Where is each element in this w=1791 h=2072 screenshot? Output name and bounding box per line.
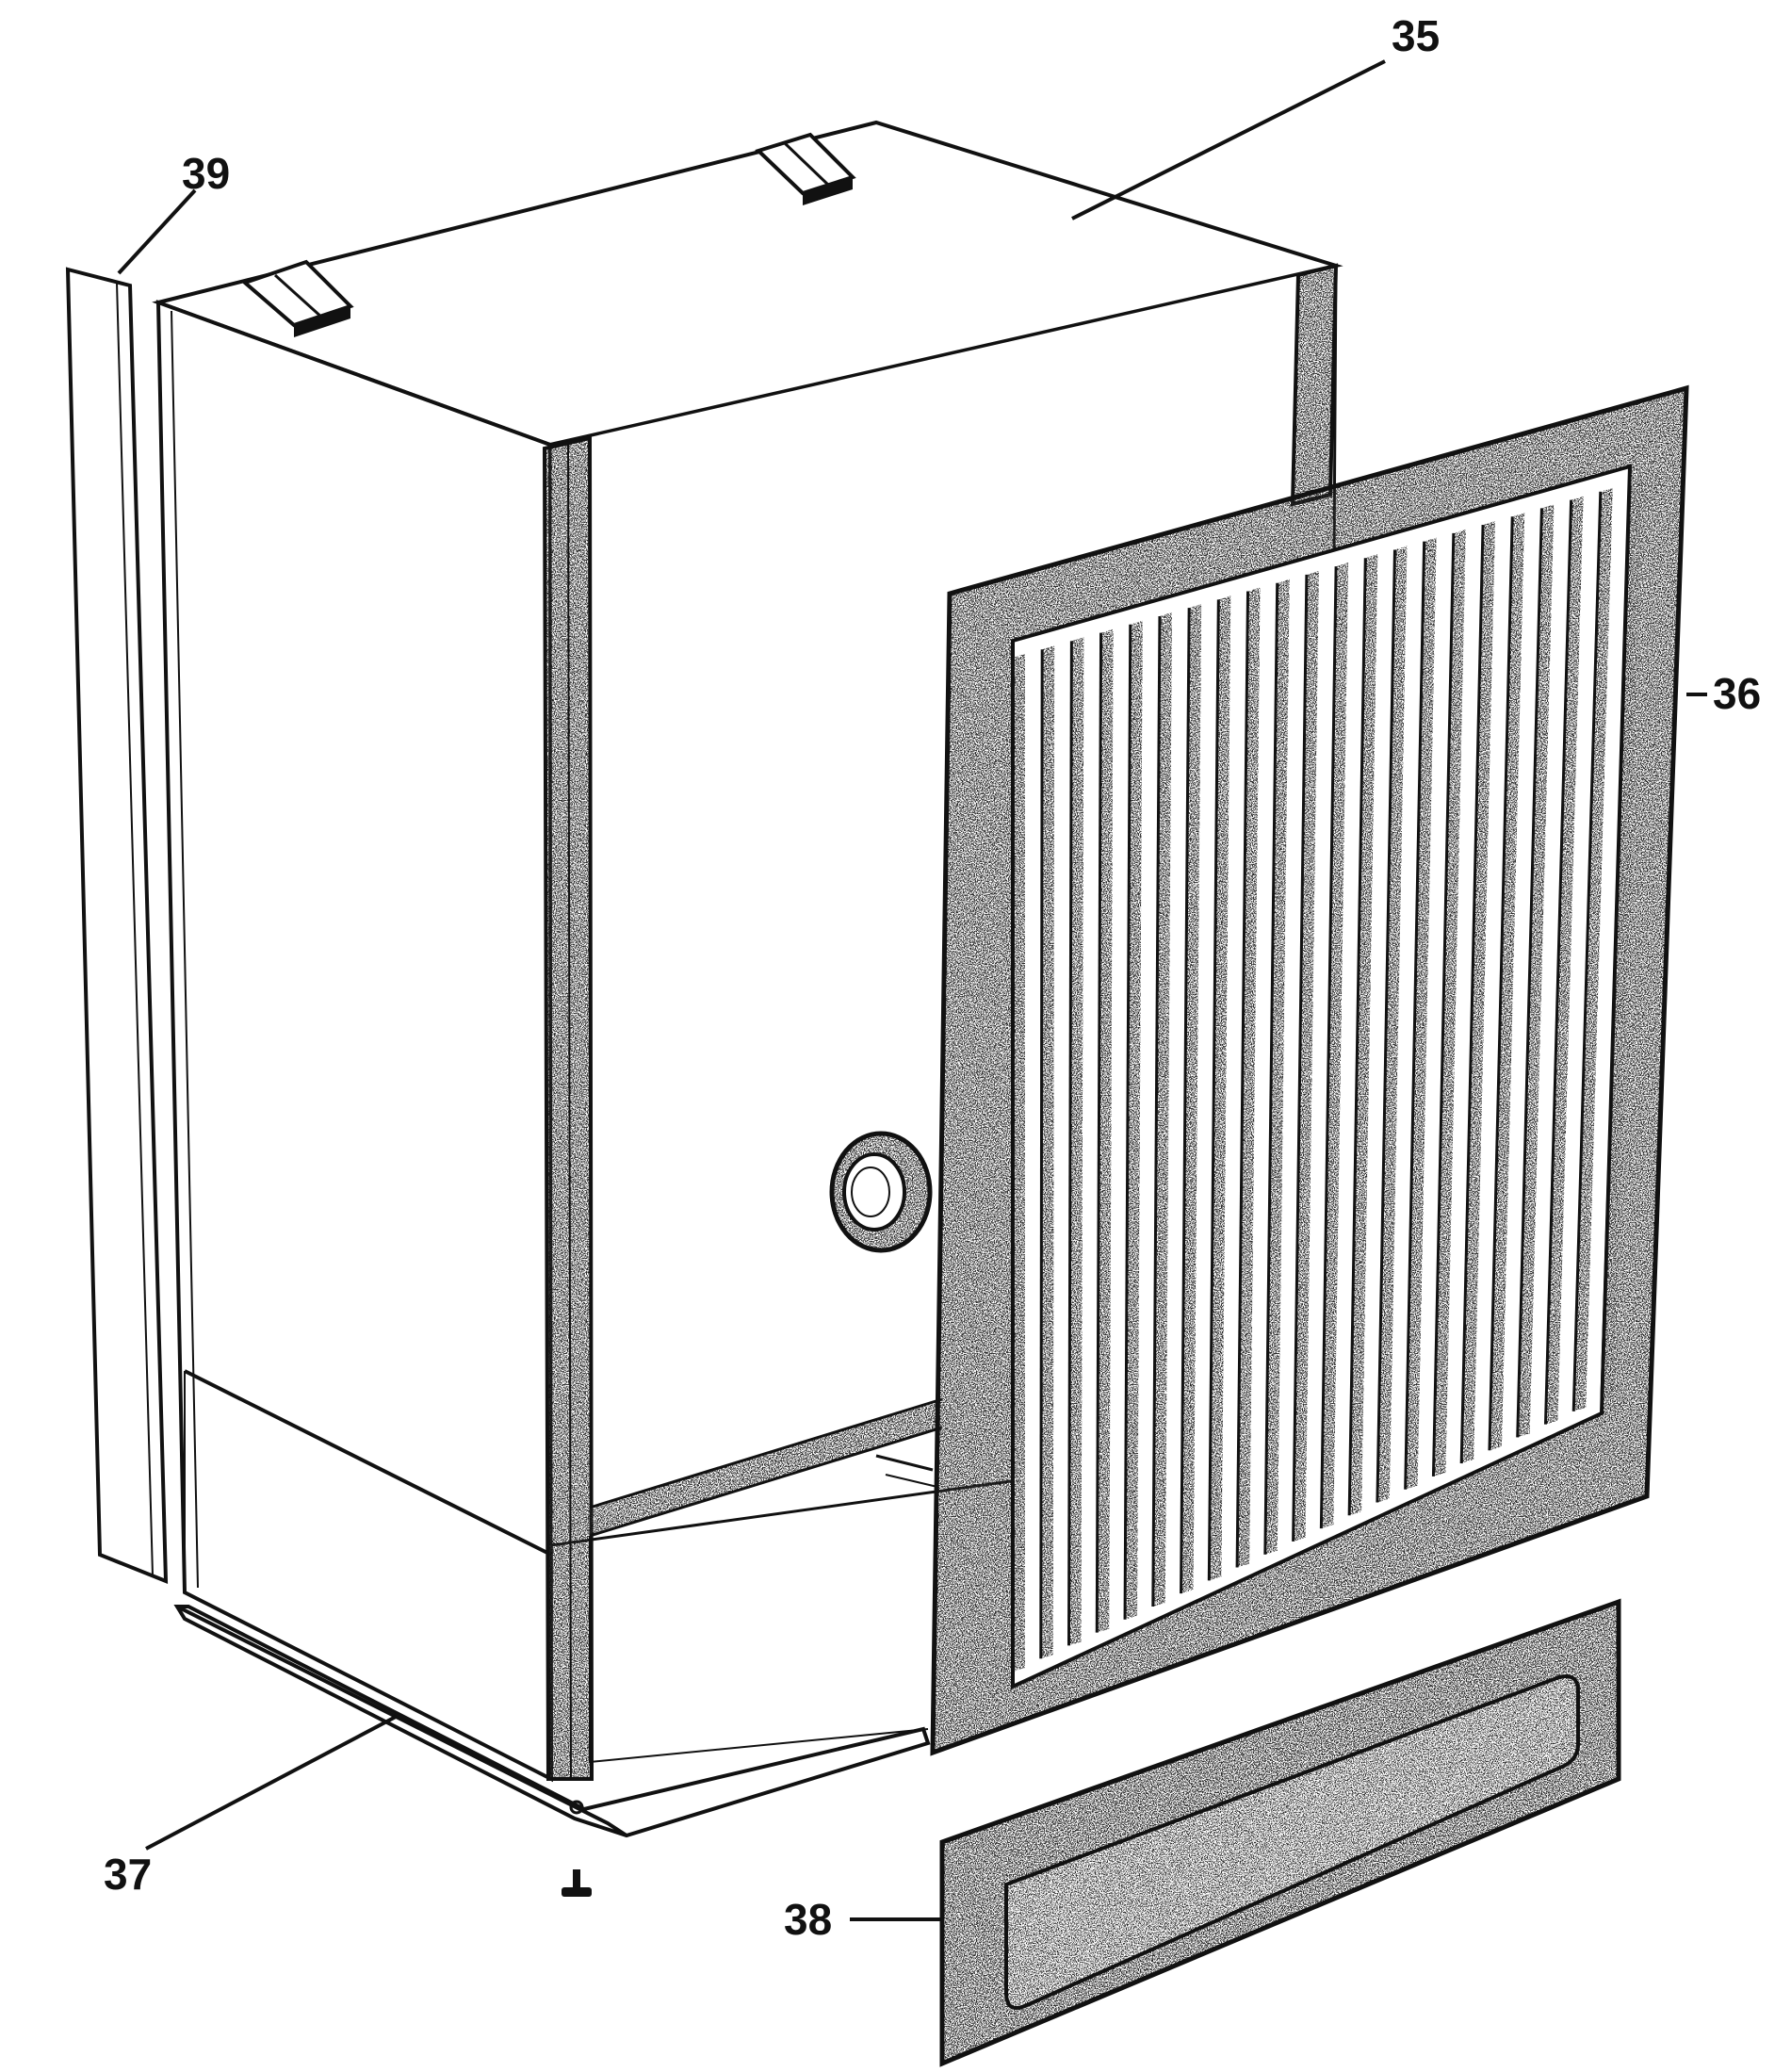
grille-slat: [1376, 546, 1408, 1503]
grille-slat-edge: [1376, 549, 1396, 1503]
screw-icon: [562, 1869, 592, 1897]
front-grille-part-36: [930, 384, 1689, 1756]
callout-36: 36: [1713, 669, 1761, 718]
grille-slat: [1517, 504, 1555, 1438]
grille-slat: [1489, 513, 1525, 1451]
grille-slat-edge: [1095, 632, 1103, 1633]
round-grommet: [829, 1131, 933, 1253]
callout-37: 37: [104, 1850, 152, 1899]
top-tab-right: [755, 132, 856, 205]
grille-slat-edge: [1180, 608, 1191, 1594]
grille-slat-edge: [1488, 516, 1514, 1451]
grille-slat-edge: [1151, 615, 1162, 1607]
grille-slat-edge: [1459, 525, 1485, 1464]
grille-slat: [1264, 579, 1290, 1555]
callout-39: 39: [182, 149, 230, 198]
grille-slat: [1321, 563, 1349, 1529]
grille-slat: [1545, 496, 1584, 1425]
leader-35: [1071, 59, 1386, 220]
grille-slat: [1433, 529, 1466, 1477]
callout-35: 35: [1392, 11, 1440, 60]
grille-slat: [1573, 487, 1613, 1411]
grille-slat: [1293, 570, 1319, 1542]
leader-lines: [117, 59, 1707, 1921]
top-tab-left: [241, 259, 354, 337]
grille-slat: [1040, 645, 1055, 1659]
grille-slat-edge: [1263, 582, 1279, 1555]
grille-slat: [1405, 537, 1437, 1490]
grille-slat-edge: [1431, 532, 1456, 1477]
callout-38: 38: [784, 1895, 832, 1944]
grille-slat: [1180, 604, 1202, 1594]
grille-slat-edge: [1600, 482, 1632, 1399]
grille-slat-edge: [1123, 624, 1132, 1620]
grille-slat: [1602, 480, 1642, 1398]
grille-slat-edge: [1207, 599, 1220, 1581]
grille-slat-edge: [1404, 541, 1426, 1490]
base-plate-part-37: [173, 1605, 931, 1897]
grille-slat: [1209, 595, 1231, 1581]
grille-slat: [1237, 587, 1261, 1568]
grille-slat-edge: [1347, 558, 1367, 1516]
leader-39: [117, 188, 197, 275]
grille-slat-edge: [1235, 591, 1250, 1568]
leader-37: [145, 1715, 397, 1851]
grille-slat: [1068, 637, 1084, 1646]
grille-slat-edge: [1067, 641, 1073, 1646]
callout-labels: 35 36 37 38 39: [104, 11, 1761, 1944]
grille-slat-edge: [1292, 574, 1309, 1542]
grille-slat: [1461, 521, 1496, 1464]
grille-slat-edge: [1543, 499, 1573, 1425]
side-strip-part-39: [65, 267, 169, 1584]
kick-plate-part-38: [939, 1598, 1621, 2067]
grille-slat-edge: [1516, 508, 1543, 1438]
grille-slat: [1013, 654, 1025, 1672]
grille-slat-edge: [1571, 491, 1603, 1411]
grille-slat-edge: [1039, 649, 1044, 1659]
grille-slat: [1349, 554, 1378, 1516]
grille-slat: [1152, 612, 1172, 1607]
grille-slat-edge: [1319, 566, 1338, 1529]
